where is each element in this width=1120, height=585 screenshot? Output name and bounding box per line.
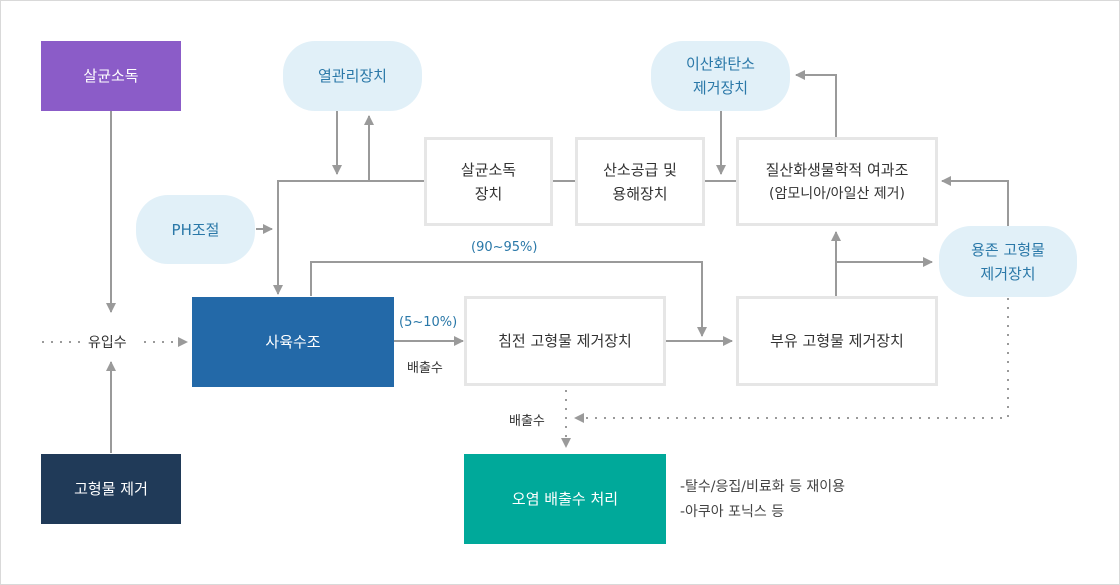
tank-box: 사육수조 <box>192 297 394 387</box>
discharge-label-sediment: 배출수 <box>509 414 545 429</box>
sterilize-device-line1: 살균소독 <box>460 160 517 179</box>
dissolved-label-line1: 용존 고형물 <box>971 240 1045 259</box>
nitrification-line1: 질산화생물학적 여과조 <box>765 160 909 179</box>
ph-control-label: PH조절 <box>171 220 220 239</box>
oxygen-device-line1: 산소공급 및 <box>603 160 677 179</box>
sterilize-box: 살균소독 <box>41 41 181 111</box>
treatment-label: 오염 배출수 처리 <box>511 490 619 508</box>
dissolved-label-line2: 제거장치 <box>980 264 1036 283</box>
arrow-dissolved-to-nitrify <box>941 176 1009 228</box>
oxygen-device-line2: 용해장치 <box>612 184 668 203</box>
co2-label-line1: 이산화탄소 <box>685 55 755 73</box>
inflow-label: 유입수 <box>88 335 127 351</box>
aquaponics-note: -아쿠아 포닉스 등 <box>680 504 785 520</box>
float-removal-label: 부유 고형물 제거장치 <box>770 332 904 350</box>
solid-removal-box: 고형물 제거 <box>41 454 181 524</box>
sediment-removal-label: 침전 고형물 제거장치 <box>498 332 632 350</box>
heat-device-pill: 열관리장치 <box>283 41 422 111</box>
solid-removal-label: 고형물 제거 <box>74 480 148 498</box>
arrowhead-inflow <box>178 337 188 347</box>
arrowhead-discharge-left <box>574 413 584 423</box>
ratio-low-label: (5~10%) <box>399 315 458 330</box>
sterilize-device-box: 살균소독 장치 <box>424 137 553 226</box>
arrowhead-discharge-down <box>561 438 571 448</box>
sterilize-label: 살균소독 <box>83 67 139 85</box>
arrow-nitrify-to-co2 <box>795 70 837 137</box>
treatment-box: 오염 배출수 처리 <box>464 454 666 544</box>
co2-label-line2: 제거장치 <box>692 79 749 97</box>
discharge-label-tank: 배출수 <box>407 361 443 376</box>
float-removal-box: 부유 고형물 제거장치 <box>736 296 938 386</box>
dissolved-removal-pill: 용존 고형물 제거장치 <box>939 226 1077 297</box>
ratio-high-label: (90~95%) <box>471 240 538 255</box>
co2-removal-pill: 이산화탄소 제거장치 <box>651 41 790 111</box>
nitrification-filter-box: 질산화생물학적 여과조 (암모니아/아일산 제거) <box>736 137 938 226</box>
tank-label: 사육수조 <box>265 333 321 351</box>
sediment-removal-box: 침전 고형물 제거장치 <box>464 296 666 386</box>
line-return-to-tank <box>273 180 426 295</box>
heat-device-label: 열관리장치 <box>317 67 387 85</box>
ph-control-pill: PH조절 <box>136 195 255 264</box>
oxygen-device-box: 산소공급 및 용해장치 <box>575 137 705 226</box>
nitrification-line2: (암모니아/아일산 제거) <box>768 185 905 202</box>
arrow-bypass <box>310 261 707 337</box>
reuse-note: -탈수/응집/비료화 등 재이용 <box>680 479 846 495</box>
sterilize-device-line2: 장치 <box>474 184 503 203</box>
